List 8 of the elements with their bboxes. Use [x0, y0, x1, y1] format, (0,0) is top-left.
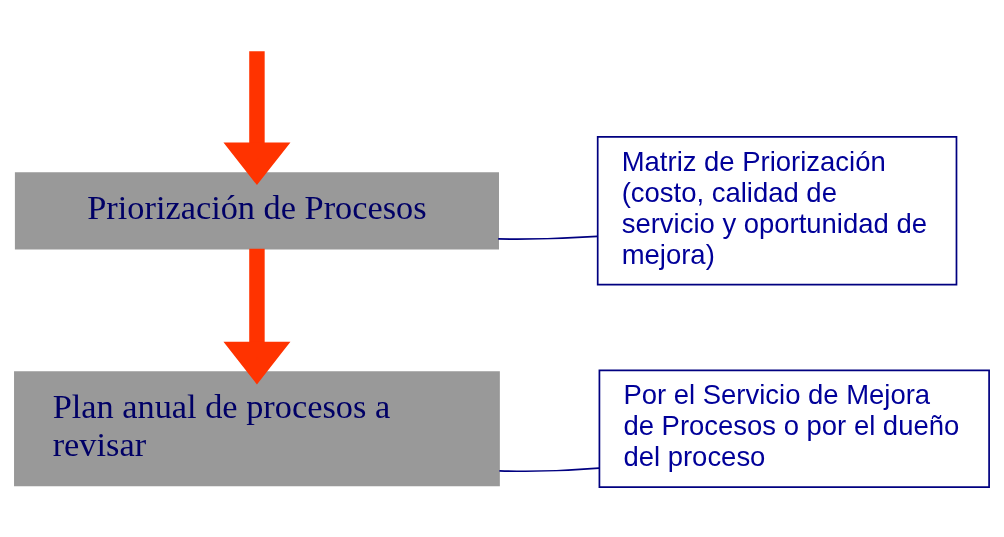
- node-box: Plan anual de procesos a revisar: [14, 371, 500, 487]
- arrow: [223, 51, 291, 186]
- connector: [498, 467, 600, 473]
- connector: [497, 235, 599, 240]
- node-box: Matriz de Priorización (costo, calidad de servicio y oportunidad de mejora): [596, 136, 958, 286]
- node-box: Por el Servicio de Mejora de Procesos o por el dueño del proceso: [598, 369, 990, 488]
- node-box: Priorización de Procesos: [14, 172, 499, 250]
- arrow: [223, 248, 291, 385]
